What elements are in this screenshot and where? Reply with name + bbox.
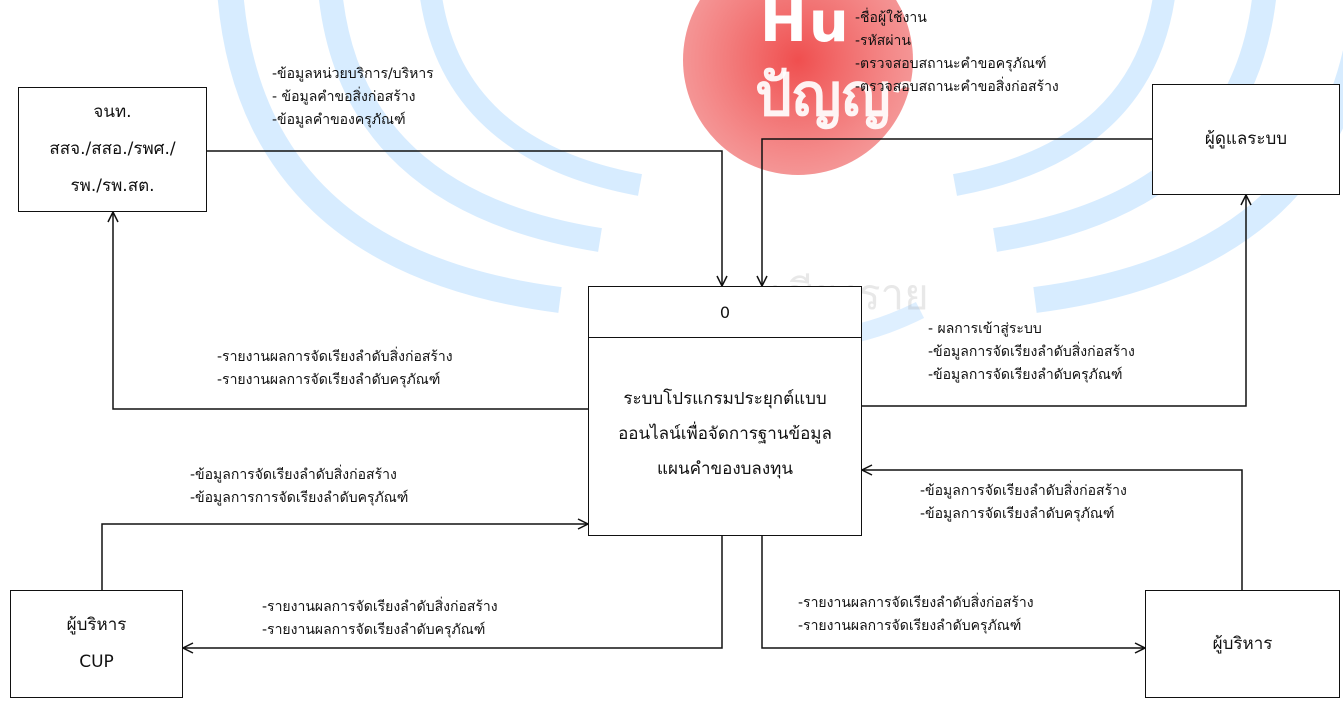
entity-admin-label: ผู้ดูแลระบบ bbox=[1204, 129, 1288, 149]
process-id: 0 bbox=[589, 287, 861, 338]
flow-label-executive-to-system: -ข้อมูลการจัดเรียงลำดับสิ่งก่อสร้าง -ข้อ… bbox=[920, 480, 1127, 526]
flow-label-item: -ข้อมูลการจัดเรียงลำดับครุภัณฑ์ bbox=[920, 506, 1115, 522]
entity-executive-label: ผู้บริหาร bbox=[1212, 633, 1273, 654]
flow-label-cup-to-system: -ข้อมูลการจัดเรียงลำดับสิ่งก่อสร้าง -ข้อ… bbox=[190, 464, 408, 510]
process-name: ระบบโปรแกรมประยุกต์แบบ ออนไลน์เพื่อจัดกา… bbox=[589, 338, 861, 487]
flow-label-item: -รายงานผลการจัดเรียงลำดับครุภัณฑ์ bbox=[217, 372, 441, 388]
flow-label-system-to-executive: -รายงานผลการจัดเรียงลำดับสิ่งก่อสร้าง -ร… bbox=[798, 592, 1034, 638]
flow-label-item: -รายงานผลการจัดเรียงลำดับสิ่งก่อสร้าง bbox=[798, 595, 1034, 611]
flow-line-system-to-executive bbox=[761, 536, 1145, 648]
flow-line-staff-to-system bbox=[207, 150, 722, 286]
flow-label-item: -รายงานผลการจัดเรียงลำดับครุภัณฑ์ bbox=[798, 618, 1022, 634]
flow-label-item: - ผลการเข้าสู่ระบบ bbox=[928, 321, 1042, 337]
flow-label-item: -ข้อมูลหน่วยบริการ/บริหาร bbox=[272, 66, 434, 82]
flow-line-system-to-admin bbox=[862, 195, 1246, 407]
flow-label-staff-to-system: -ข้อมูลหน่วยบริการ/บริหาร - ข้อมูลคำขอสิ… bbox=[272, 63, 434, 132]
entity-executive-cup-line-1: ผู้บริหาร bbox=[66, 615, 127, 635]
process-name-line-3: แผนคำของบลงทุน bbox=[657, 459, 793, 479]
flow-label-system-to-cup: -รายงานผลการจัดเรียงลำดับสิ่งก่อสร้าง -ร… bbox=[262, 596, 498, 642]
process-system: 0 ระบบโปรแกรมประยุกต์แบบ ออนไลน์เพื่อจัด… bbox=[588, 286, 862, 536]
flow-label-item: -รายงานผลการจัดเรียงลำดับสิ่งก่อสร้าง bbox=[217, 349, 453, 365]
flow-label-item: -รายงานผลการจัดเรียงลำดับสิ่งก่อสร้าง bbox=[262, 599, 498, 615]
flow-label-item: -รายงานผลการจัดเรียงลำดับครุภัณฑ์ bbox=[262, 622, 486, 638]
entity-staff-line-1: จนท. bbox=[93, 102, 132, 122]
flow-line-system-to-staff bbox=[113, 212, 588, 410]
flow-label-item: -ชื่อผู้ใช้งาน bbox=[855, 10, 927, 26]
entity-staff-line-3: รพ./รพ.สต. bbox=[70, 176, 155, 196]
flow-line-executive-to-system bbox=[862, 470, 1243, 590]
flow-line-system-to-cup bbox=[183, 536, 723, 648]
flow-label-system-to-admin: - ผลการเข้าสู่ระบบ -ข้อมูลการจัดเรียงลำด… bbox=[928, 318, 1135, 387]
flow-line-cup-to-system bbox=[101, 524, 588, 590]
flow-label-item: -ข้อมูลคำของครุภัณฑ์ bbox=[272, 112, 406, 128]
flow-label-item: -ตรวจสอบสถานะคำขอสิ่งก่อสร้าง bbox=[855, 79, 1059, 95]
process-name-line-2: ออนไลน์เพื่อจัดการฐานข้อมูล bbox=[618, 424, 832, 444]
flow-line-admin-to-system bbox=[762, 138, 1152, 286]
process-name-line-1: ระบบโปรแกรมประยุกต์แบบ bbox=[623, 389, 827, 409]
entity-staff: จนท. สสจ./สสอ./รพศ./ รพ./รพ.สต. bbox=[18, 87, 207, 212]
flow-label-item: -ข้อมูลการการจัดเรียงลำดับครุภัณฑ์ bbox=[190, 490, 409, 506]
entity-admin: ผู้ดูแลระบบ bbox=[1152, 84, 1340, 195]
flow-label-item: -ข้อมูลการจัดเรียงลำดับครุภัณฑ์ bbox=[928, 367, 1123, 383]
flow-label-item: -ข้อมูลการจัดเรียงลำดับสิ่งก่อสร้าง bbox=[920, 483, 1127, 499]
flow-label-item: -รหัสผ่าน bbox=[855, 33, 911, 49]
entity-executive: ผู้บริหาร bbox=[1145, 590, 1340, 698]
flow-label-system-to-staff: -รายงานผลการจัดเรียงลำดับสิ่งก่อสร้าง -ร… bbox=[217, 346, 453, 392]
flow-label-item: - ข้อมูลคำขอสิ่งก่อสร้าง bbox=[272, 89, 416, 105]
flow-label-item: -ตรวจสอบสถานะคำขอครุภัณฑ์ bbox=[855, 56, 1047, 72]
entity-executive-cup-line-2: CUP bbox=[79, 652, 114, 672]
entity-executive-cup: ผู้บริหาร CUP bbox=[10, 590, 183, 698]
entity-staff-line-2: สสจ./สสอ./รพศ./ bbox=[49, 139, 176, 159]
flow-label-item: -ข้อมูลการจัดเรียงลำดับสิ่งก่อสร้าง bbox=[928, 344, 1135, 360]
flow-label-item: -ข้อมูลการจัดเรียงลำดับสิ่งก่อสร้าง bbox=[190, 467, 397, 483]
flow-label-admin-to-system: -ชื่อผู้ใช้งาน -รหัสผ่าน -ตรวจสอบสถานะคำ… bbox=[855, 7, 1059, 99]
